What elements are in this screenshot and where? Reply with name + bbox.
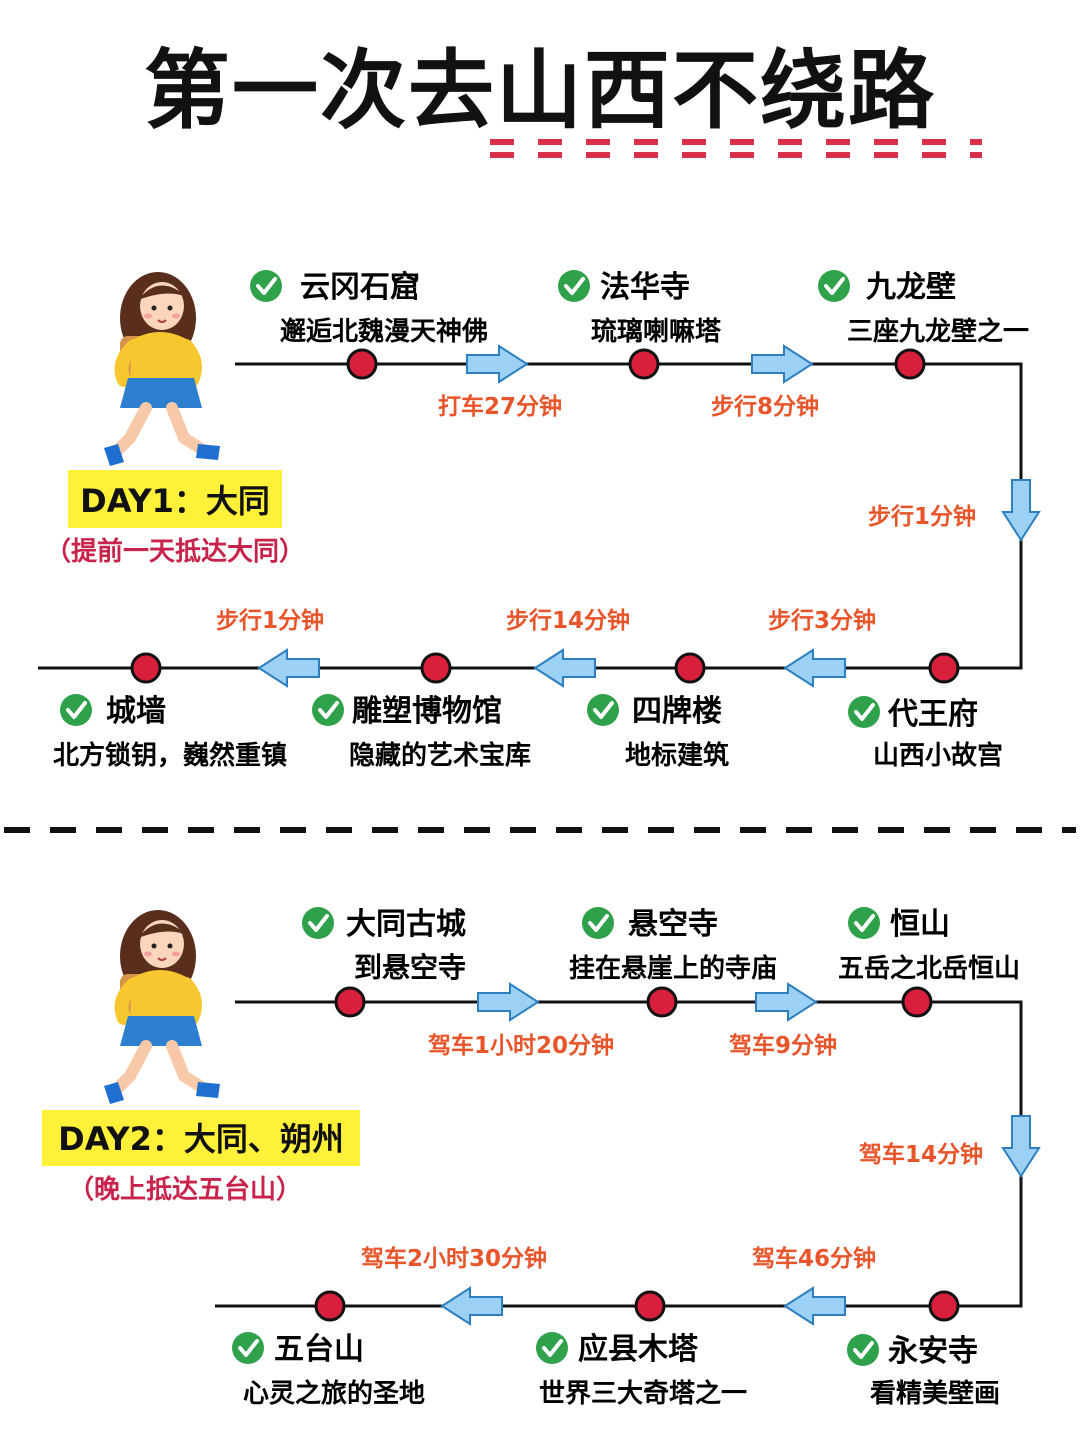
stop-dot (314, 1290, 346, 1322)
stop-dot (420, 652, 452, 684)
check-icon (846, 694, 882, 730)
arrow-left-icon (534, 649, 596, 687)
arrow-left-icon (784, 649, 846, 687)
page-title: 第一次去山西不绕路 (144, 41, 936, 141)
stop-desc: 琉璃喇嘛塔 (591, 316, 722, 347)
stop-name: 代王府 (887, 697, 978, 732)
check-icon (248, 268, 284, 304)
leg-label: 步行3分钟 (768, 607, 876, 634)
stop-dot (634, 1290, 666, 1322)
stop-name: 云冈石窟 (300, 270, 420, 305)
stop-desc: 地标建筑 (625, 740, 729, 771)
arrow-left-icon (784, 1287, 846, 1325)
check-icon (556, 268, 592, 304)
stop-dot (628, 348, 660, 380)
check-icon (816, 268, 852, 304)
stop-name: 城墙 (106, 694, 166, 729)
stop-name: 四牌楼 (632, 694, 722, 729)
leg-label: 驾车9分钟 (729, 1032, 837, 1059)
check-icon (300, 905, 336, 941)
arrow-right-icon (466, 345, 528, 383)
check-icon (534, 1330, 570, 1366)
leg-label: 步行1分钟 (868, 503, 976, 530)
leg-label: 步行14分钟 (506, 607, 630, 634)
check-icon (585, 692, 621, 728)
day1-section: DAY1：大同 （提前一天抵达大同） 云冈石窟 邂逅北魏漫天神佛 法华寺 琉璃喇… (38, 268, 1040, 771)
arrow-down-icon (1002, 479, 1040, 541)
day2-label: DAY2：大同、朔州 (58, 1120, 344, 1158)
day2-label-bg (42, 1110, 360, 1166)
stop-dot (928, 1290, 960, 1322)
stop-desc: 隐藏的艺术宝库 (349, 740, 531, 771)
stop-name: 九龙壁 (866, 270, 956, 305)
stop-dot (894, 348, 926, 380)
arrow-right-icon (751, 345, 813, 383)
stop-desc: 邂逅北魏漫天神佛 (280, 317, 488, 347)
stop-desc: 到悬空寺 (354, 951, 466, 984)
stop-dot (334, 986, 366, 1018)
check-icon (310, 692, 346, 728)
leg-label: 驾车46分钟 (752, 1245, 876, 1272)
leg-label: 步行8分钟 (711, 393, 819, 420)
stop-dot (646, 986, 678, 1018)
arrow-right-icon (477, 983, 539, 1021)
stop-desc: 三座九龙壁之一 (847, 316, 1029, 347)
title-underline (490, 139, 982, 158)
stop-name: 恒山 (890, 907, 950, 942)
stop-name: 应县木塔 (578, 1332, 699, 1367)
check-icon (846, 905, 882, 941)
stop-desc: 北方锁钥，巍然重镇 (53, 740, 287, 771)
stop-name: 大同古城 (346, 907, 466, 942)
stop-dot (130, 652, 162, 684)
leg-label: 步行1分钟 (216, 607, 324, 634)
traveler-girl-icon (104, 272, 220, 466)
stop-desc: 挂在悬崖上的寺庙 (569, 953, 777, 984)
leg-label: 打车27分钟 (438, 393, 562, 420)
check-icon (58, 692, 94, 728)
stop-name: 永安寺 (888, 1334, 978, 1369)
stop-desc: 世界三大奇塔之一 (539, 1378, 747, 1409)
arrow-right-icon (755, 983, 817, 1021)
stop-name: 雕塑博物馆 (352, 694, 502, 729)
day1-label: DAY1：大同 (80, 482, 270, 520)
stop-dot (928, 652, 960, 684)
day2-section: DAY2：大同、朔州 （晚上抵达五台山） 大同古城 到悬空寺 悬空寺 挂在悬崖上… (42, 905, 1040, 1409)
arrow-down-icon (1002, 1115, 1040, 1177)
leg-label: 驾车14分钟 (859, 1141, 983, 1168)
arrow-left-icon (441, 1287, 503, 1325)
day2-note: （晚上抵达五台山） (68, 1174, 302, 1205)
stop-name: 法华寺 (600, 270, 690, 305)
traveler-girl-icon (104, 910, 220, 1104)
stop-name: 五台山 (274, 1332, 364, 1367)
check-icon (580, 905, 616, 941)
stop-dot (346, 348, 378, 380)
stop-desc: 山西小故宫 (873, 740, 1003, 771)
stop-desc: 心灵之旅的圣地 (243, 1378, 425, 1409)
leg-label: 驾车1小时20分钟 (428, 1032, 614, 1059)
stop-dot (901, 986, 933, 1018)
check-icon (845, 1332, 881, 1368)
check-icon (230, 1330, 266, 1366)
leg-label: 驾车2小时30分钟 (361, 1245, 547, 1272)
stop-desc: 看精美壁画 (870, 1378, 1000, 1409)
arrow-left-icon (258, 649, 320, 687)
day1-label-bg (68, 470, 282, 528)
page-title-wrap: 第一次去山西不绕路 (0, 20, 1080, 145)
stop-desc: 五岳之北岳恒山 (838, 953, 1020, 984)
stop-name: 悬空寺 (628, 907, 718, 942)
day1-note: （提前一天抵达大同） (45, 536, 305, 567)
stop-dot (674, 652, 706, 684)
